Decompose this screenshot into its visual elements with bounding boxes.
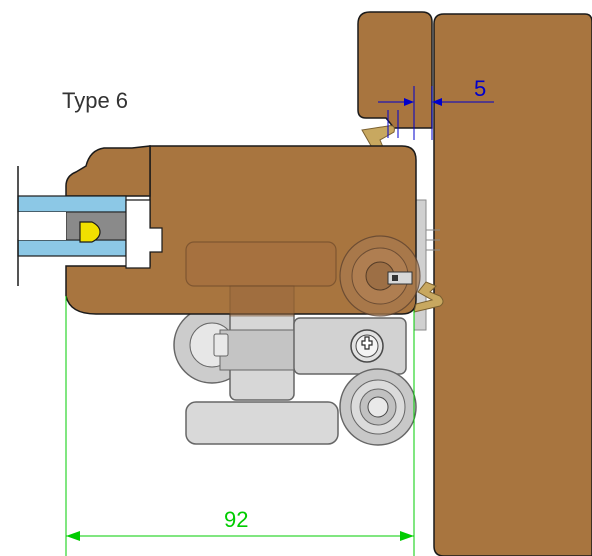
sash-profile bbox=[65, 145, 421, 317]
screw-icon bbox=[350, 329, 384, 363]
dimension-width-label: 92 bbox=[224, 507, 248, 532]
seal-gasket bbox=[79, 221, 101, 243]
bottom-guide-plate bbox=[185, 401, 339, 445]
door-leaf bbox=[433, 13, 592, 556]
diagram-title: Type 6 bbox=[62, 88, 128, 113]
glass-pane-outer bbox=[17, 195, 127, 213]
dimension-gap-label: 5 bbox=[474, 76, 486, 101]
hinge-block bbox=[185, 241, 337, 287]
sash-roller bbox=[339, 235, 421, 317]
roller-carriage bbox=[173, 289, 417, 446]
dimension-gap: 5 bbox=[378, 76, 494, 140]
glazing-unit bbox=[17, 166, 163, 286]
lower-roller bbox=[339, 368, 417, 446]
seal-clip-lower bbox=[413, 281, 444, 313]
frame-stop bbox=[357, 11, 433, 129]
dimension-width: 92 bbox=[65, 296, 415, 556]
glass-pane-inner bbox=[17, 239, 127, 257]
